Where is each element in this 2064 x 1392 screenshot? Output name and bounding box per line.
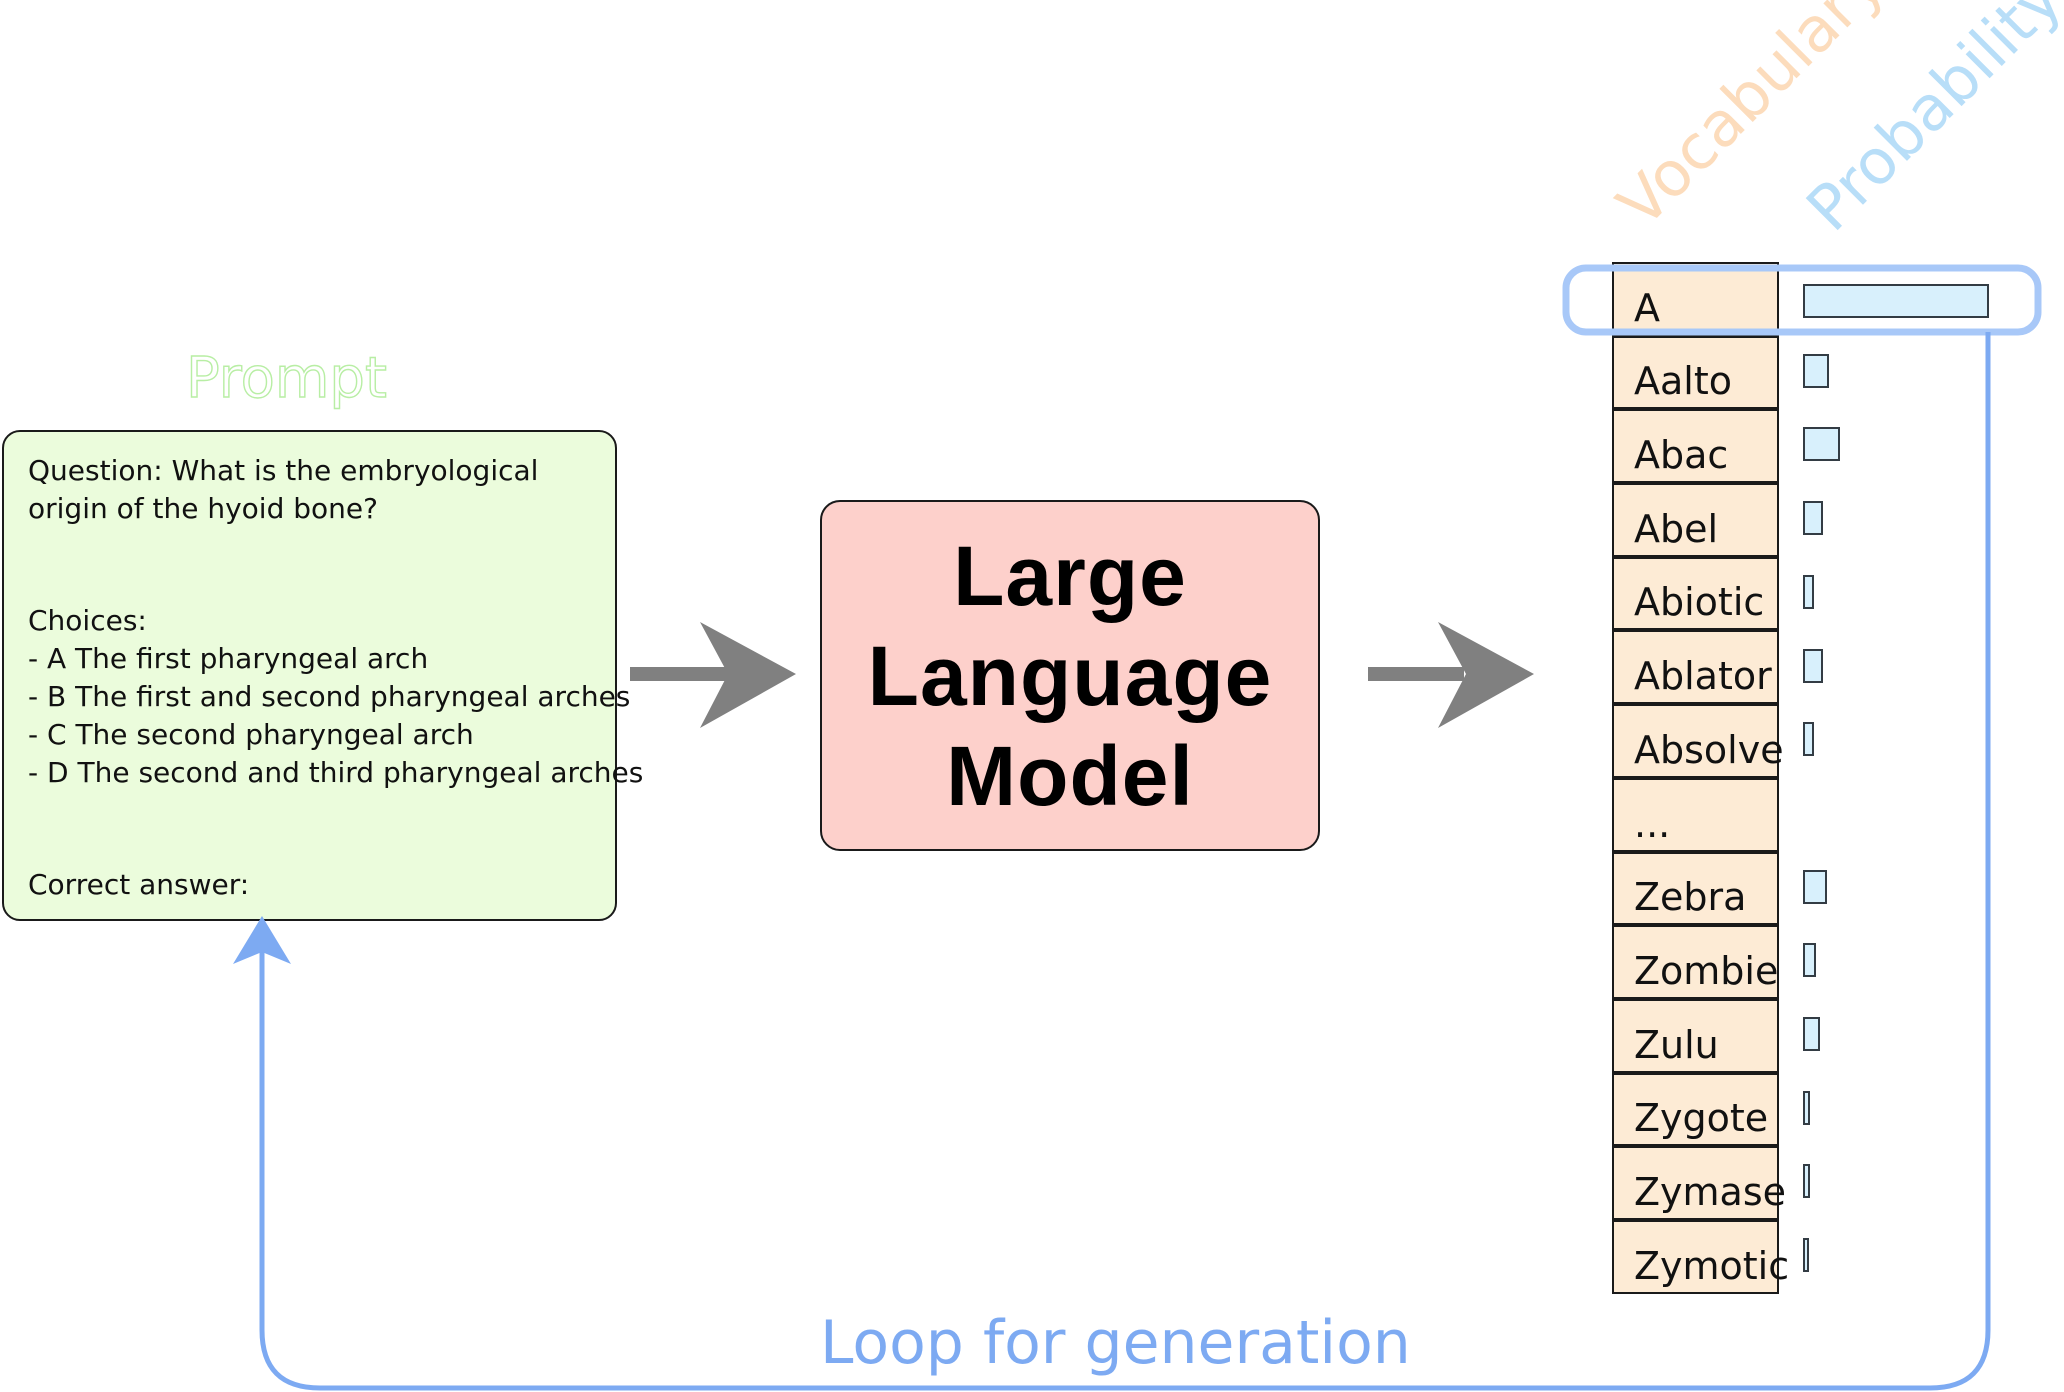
vocabulary-token: Zygote	[1634, 1096, 1769, 1141]
vocabulary-token: Zombie	[1634, 948, 1779, 993]
probability-bar	[1803, 1090, 1810, 1125]
probability-bar	[1803, 722, 1815, 757]
vocabulary-row: Zulu	[1612, 998, 1779, 1073]
probability-bar	[1803, 574, 1815, 609]
arrow-up-icon	[233, 916, 291, 964]
probability-bar	[1803, 943, 1817, 978]
vocabulary-row: Zygote	[1612, 1072, 1779, 1147]
probability-bar	[1803, 869, 1828, 904]
probability-bar	[1803, 648, 1824, 683]
llm-line-large: Large	[953, 528, 1187, 623]
probability-bar	[1803, 353, 1830, 388]
question-line-1: Question: What is the embryological	[28, 454, 539, 487]
vocabulary-row: Abac	[1612, 409, 1779, 484]
vocabulary-token: Zebra	[1634, 875, 1747, 920]
probability-bar	[1803, 1164, 1811, 1199]
loop-label: Loop for generation	[820, 1308, 1411, 1378]
vocabulary-row: Zymase	[1612, 1146, 1786, 1220]
vocabulary-row: Ablator	[1612, 630, 1779, 705]
vocabulary-token: Abiotic	[1634, 580, 1765, 625]
correct-answer-label: Correct answer:	[28, 868, 250, 901]
arrow-right-icon	[1368, 622, 1534, 728]
llm-box: Large Language Model	[820, 500, 1320, 851]
vocabulary-row: Zombie	[1612, 925, 1779, 999]
vocabulary-row: ...	[1612, 777, 1779, 852]
vocabulary-row: Zymotic	[1612, 1219, 1789, 1294]
vocabulary-row: Abel	[1612, 483, 1779, 557]
vocabulary-token: A	[1634, 285, 1660, 330]
probability-bar	[1803, 427, 1841, 462]
llm-line-language: Language	[867, 628, 1273, 723]
vocabulary-row: Abiotic	[1612, 556, 1779, 631]
vocabulary-token: Absolve	[1634, 727, 1784, 772]
choice-b: - B The first and second pharyngeal arch…	[28, 680, 631, 713]
prompt-title: Prompt	[185, 345, 387, 411]
vocabulary-token: Zulu	[1634, 1022, 1719, 1067]
probability-bar	[1803, 501, 1824, 536]
choice-d: - D The second and third pharyngeal arch…	[28, 756, 644, 789]
probability-bar	[1803, 1238, 1809, 1273]
vocabulary-row: Aalto	[1612, 335, 1779, 410]
vocabulary-row: Absolve	[1612, 704, 1784, 778]
vocabulary-token: Aalto	[1634, 359, 1732, 404]
vocabulary-token: Ablator	[1634, 654, 1772, 699]
vocabulary-token: Abac	[1634, 433, 1729, 478]
prompt-box: Question: What is the embryological orig…	[2, 430, 643, 921]
question-line-2: origin of the hyoid bone?	[28, 492, 378, 525]
vocabulary-row: A	[1612, 262, 1779, 336]
llm-line-model: Model	[946, 728, 1194, 823]
probability-bar	[1803, 284, 1989, 318]
vocabulary-token: Zymotic	[1634, 1243, 1790, 1288]
choice-c: - C The second pharyngeal arch	[28, 718, 474, 751]
vocabulary-token: Zymase	[1634, 1169, 1786, 1214]
arrow-right-icon	[630, 622, 796, 728]
choices-header: Choices:	[28, 604, 147, 637]
vocabulary-token: ...	[1634, 801, 1671, 846]
choice-a: - A The first pharyngeal arch	[28, 642, 429, 675]
vocabulary-row: Zebra	[1612, 851, 1779, 926]
vocabulary-token: Abel	[1634, 506, 1719, 551]
probability-bar	[1803, 1017, 1820, 1051]
